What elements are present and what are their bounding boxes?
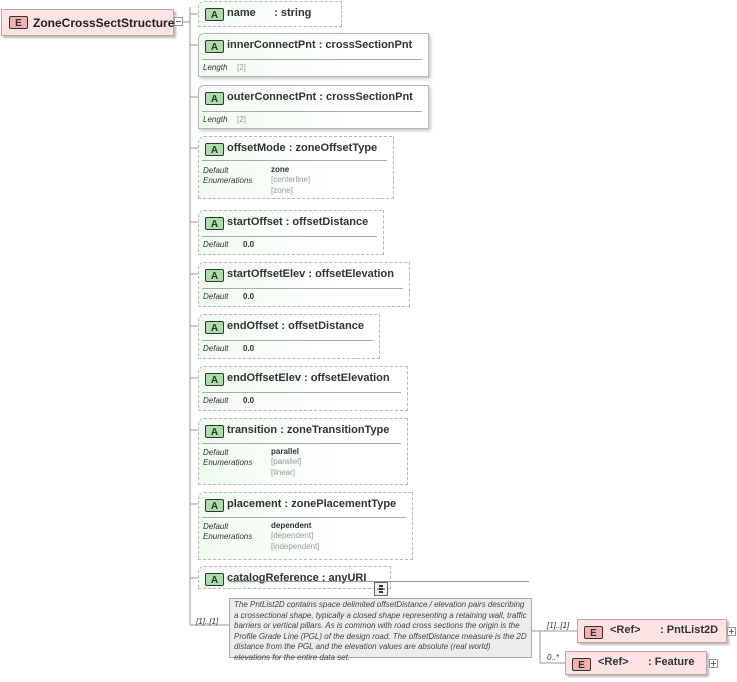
default-value: 0.0 <box>243 292 255 301</box>
attribute-title: innerConnectPnt : crossSectionPnt <box>227 39 413 51</box>
default-value: 0.0 <box>243 344 255 353</box>
ref-multiplicity: 0..* <box>547 653 560 662</box>
divider <box>202 160 387 161</box>
ref-multiplicity: [1]..[1] <box>547 621 570 630</box>
divider <box>202 111 422 112</box>
length-label: Length <box>203 115 228 124</box>
attribute-badge: A <box>205 217 224 230</box>
zone-cross-sect-structure-element[interactable]: E ZoneCrossSectStructure <box>1 9 174 36</box>
enum-value: [dependent] <box>271 531 314 540</box>
divider <box>202 288 403 289</box>
default-value: dependent <box>271 521 312 530</box>
attribute-placement[interactable]: A placement : zonePlacementType Default … <box>198 492 413 560</box>
attribute-title: startOffset : offsetDistance <box>227 216 369 228</box>
attribute-badge: A <box>205 373 224 386</box>
attribute-outer-connect-pnt[interactable]: A outerConnectPnt : crossSectionPnt Leng… <box>198 85 429 129</box>
default-label: Default <box>203 522 229 531</box>
enum-value: [linear] <box>271 468 296 477</box>
enumerations-label: Enumerations <box>203 176 253 185</box>
enumerations-label: Enumerations <box>203 532 253 541</box>
attribute-badge: A <box>205 573 224 586</box>
attribute-badge: A <box>205 92 224 105</box>
default-value: parallel <box>271 447 300 456</box>
element-badge: E <box>584 626 603 639</box>
attribute-title: outerConnectPnt : crossSectionPnt <box>227 91 413 103</box>
attribute-transition[interactable]: A transition : zoneTransitionType Defaul… <box>198 418 408 485</box>
attribute-title: name : string <box>227 7 312 19</box>
attribute-title: offsetMode : zoneOffsetType <box>227 142 378 154</box>
attribute-start-offset-elev[interactable]: A startOffsetElev : offsetElevation Defa… <box>198 262 410 307</box>
documentation-note: The PntList2D contains space delimited o… <box>229 598 532 662</box>
divider <box>202 517 406 518</box>
attribute-badge: A <box>205 8 224 21</box>
note-divider <box>229 581 529 582</box>
divider <box>202 59 422 60</box>
ref-label: <Ref> <box>610 624 641 636</box>
enum-value: [parallel] <box>271 457 302 466</box>
default-label: Default <box>203 166 229 175</box>
enumerations-label: Enumerations <box>203 458 253 467</box>
attribute-badge: A <box>205 143 224 156</box>
default-value: zone <box>271 165 290 174</box>
attribute-title: endOffsetElev : offsetElevation <box>227 372 390 384</box>
attribute-end-offset-elev[interactable]: A endOffsetElev : offsetElevation Defaul… <box>198 366 408 411</box>
divider <box>202 340 373 341</box>
attribute-title: placement : zonePlacementType <box>227 498 397 510</box>
attribute-title: transition : zoneTransitionType <box>227 424 390 436</box>
attribute-badge: A <box>205 499 224 512</box>
length-label: Length <box>203 63 228 72</box>
enum-value: [independent] <box>271 542 320 551</box>
attribute-badge: A <box>205 40 224 53</box>
expand-icon[interactable] <box>727 627 736 636</box>
ref-type: : Feature <box>648 656 695 668</box>
enum-value: [centerline] <box>271 175 311 184</box>
attribute-title: endOffset : offsetDistance <box>227 320 364 332</box>
ref-pnt-list-2d[interactable]: E <Ref> : PntList2D <box>577 619 727 643</box>
attribute-inner-connect-pnt[interactable]: A innerConnectPnt : crossSectionPnt Leng… <box>198 33 429 77</box>
attribute-name[interactable]: A name : string <box>198 1 342 27</box>
enum-value: [zone] <box>271 186 293 195</box>
default-label: Default <box>203 396 229 405</box>
sequence-multiplicity: [1]..[1] <box>196 617 219 626</box>
ref-feature[interactable]: E <Ref> : Feature <box>565 651 707 675</box>
sequence-icon[interactable] <box>374 582 388 596</box>
ref-label: <Ref> <box>598 656 629 668</box>
divider <box>202 392 401 393</box>
attribute-start-offset[interactable]: A startOffset : offsetDistance Default 0… <box>198 210 384 255</box>
attribute-title: catalogReference : anyURI <box>227 572 367 584</box>
divider <box>202 443 401 444</box>
attribute-title: startOffsetElev : offsetElevation <box>227 268 394 280</box>
ref-type: : PntList2D <box>660 624 719 636</box>
element-badge: E <box>572 658 591 671</box>
default-label: Default <box>203 292 229 301</box>
default-value: 0.0 <box>243 396 255 405</box>
attribute-badge: A <box>205 425 224 438</box>
expand-icon[interactable] <box>709 659 718 668</box>
attribute-offset-mode[interactable]: A offsetMode : zoneOffsetType Default zo… <box>198 136 394 199</box>
collapse-icon[interactable] <box>174 17 183 26</box>
default-value: 0.0 <box>243 240 255 249</box>
attribute-badge: A <box>205 321 224 334</box>
element-badge: E <box>9 16 28 29</box>
default-label: Default <box>203 344 229 353</box>
attribute-end-offset[interactable]: A endOffset : offsetDistance Default 0.0 <box>198 314 380 359</box>
attribute-catalog-reference[interactable]: A catalogReference : anyURI <box>198 566 391 589</box>
length-value: [2] <box>237 115 246 124</box>
default-label: Default <box>203 240 229 249</box>
divider <box>202 236 377 237</box>
length-value: [2] <box>237 63 246 72</box>
attribute-badge: A <box>205 269 224 282</box>
root-element-label: ZoneCrossSectStructure <box>33 16 175 30</box>
default-label: Default <box>203 448 229 457</box>
